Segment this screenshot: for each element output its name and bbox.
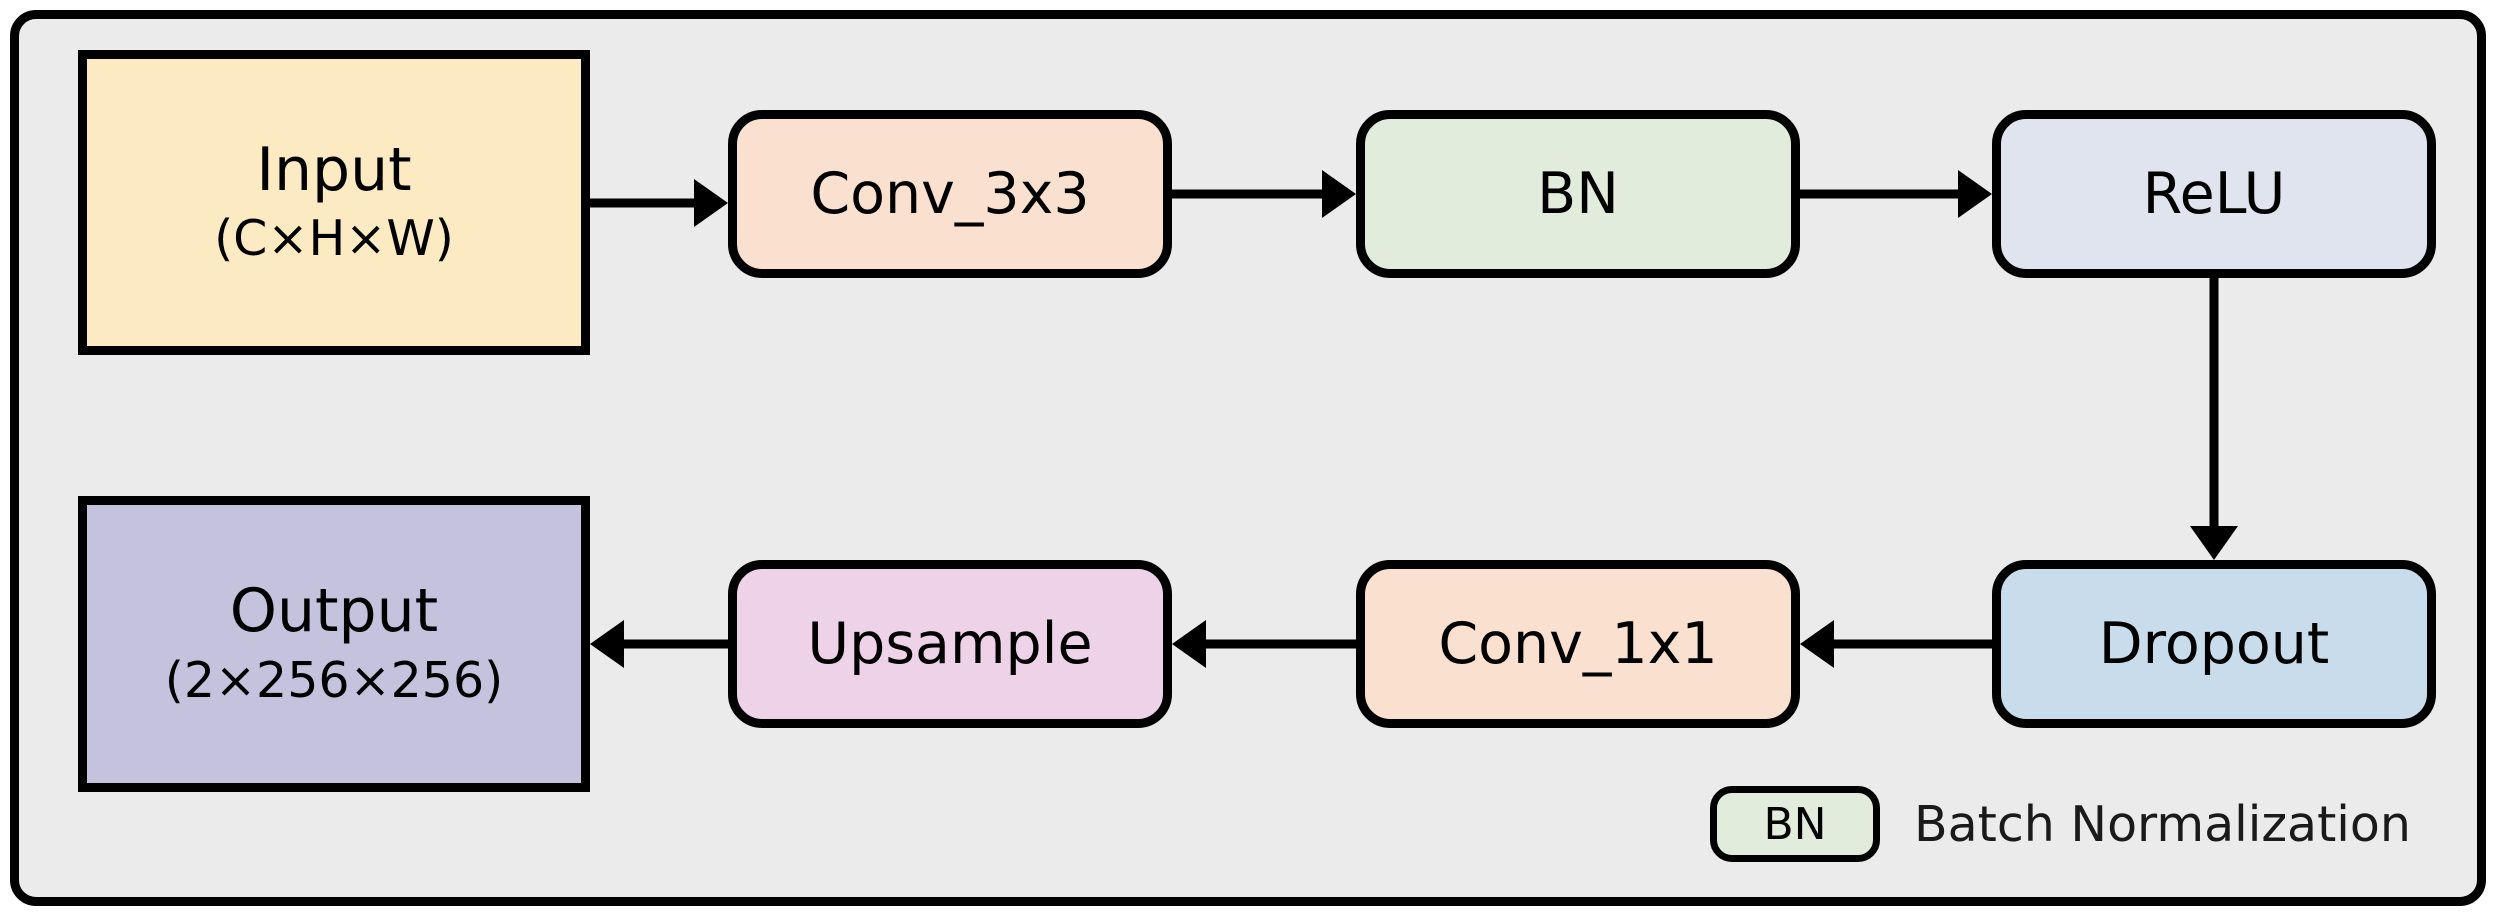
node-dropout[interactable]: Dropout [1992,560,2436,728]
arrow-shaft [1172,189,1330,199]
arrow-relu-to-dropout [2184,278,2244,560]
arrow-head-icon [1322,170,1356,218]
arrow-head-icon [590,620,624,668]
node-input-subtitle: (C×H×W) [214,210,454,268]
arrow-bn-to-relu [1800,164,1992,224]
node-upsample-label: Upsample [807,610,1093,677]
arrow-shaft [616,639,728,649]
node-output[interactable]: Output (2×256×256) [78,496,590,792]
arrow-conv-1x1-to-upsample [1172,614,1356,674]
legend-description: Batch Normalization [1914,795,2411,853]
legend: BN Batch Normalization [1710,786,2411,862]
node-bn[interactable]: BN [1356,110,1800,278]
node-conv-3x3-label: Conv_3x3 [810,160,1090,227]
arrow-shaft [1800,189,1966,199]
arrow-shaft [590,198,702,207]
arrow-input-to-conv-3x3 [590,173,728,233]
arrow-shaft [1198,639,1356,649]
node-output-title: Output [229,576,439,647]
node-conv-1x1[interactable]: Conv_1x1 [1356,560,1800,728]
arrow-conv-3x3-to-bn [1172,164,1356,224]
legend-swatch-label: BN [1763,798,1827,850]
node-input-title: Input [256,134,412,205]
arrow-shaft [2209,278,2219,534]
arrow-upsample-to-output [590,614,728,674]
node-relu[interactable]: ReLU [1992,110,2436,278]
arrow-head-icon [1958,170,1992,218]
arrow-head-icon [1800,620,1834,668]
node-relu-label: ReLU [2142,160,2286,227]
arrow-head-icon [1172,620,1206,668]
node-dropout-label: Dropout [2098,610,2330,677]
node-upsample[interactable]: Upsample [728,560,1172,728]
arrow-dropout-to-conv-1x1 [1800,614,1992,674]
arrow-shaft [1826,639,1992,649]
arrow-head-icon [2190,526,2238,560]
node-output-subtitle: (2×256×256) [164,651,504,709]
node-input[interactable]: Input (C×H×W) [78,50,590,355]
arrow-head-icon [694,178,728,227]
legend-swatch-bn: BN [1710,786,1880,862]
node-conv-1x1-label: Conv_1x1 [1438,610,1718,677]
node-conv-3x3[interactable]: Conv_3x3 [728,110,1172,278]
node-bn-label: BN [1537,160,1619,227]
